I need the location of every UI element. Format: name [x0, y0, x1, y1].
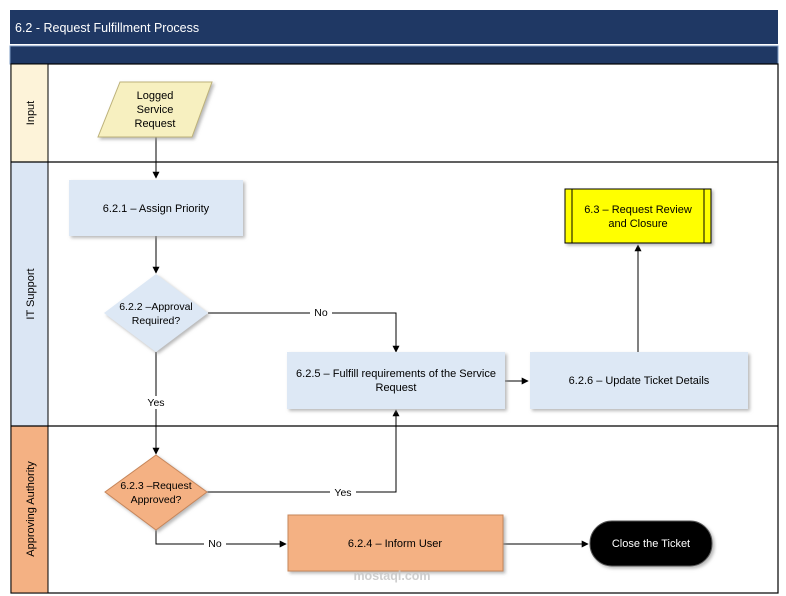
node-label-update-ticket: 6.2.6 – Update Ticket Details: [569, 375, 710, 387]
label-line: Request: [135, 118, 176, 130]
edge-labels: No Yes Yes No: [143, 306, 356, 550]
lane-label-it-support: IT Support: [25, 268, 37, 319]
process-box: [69, 180, 243, 236]
node-label-close-ticket: Close the Ticket: [612, 538, 690, 550]
label-line: Logged: [137, 90, 174, 102]
edge-approval-no: [208, 312, 400, 353]
node-label-assign-priority: 6.2.1 – Assign Priority: [103, 203, 210, 215]
predefined-process-box: [564, 188, 712, 244]
connectors: [152, 137, 642, 548]
lane-label-approving-authority: Approving Authority: [25, 461, 37, 557]
label-line: 6.2.4 – Inform User: [348, 538, 442, 550]
node-label-request-review: 6.3 – Request Review and Closure: [584, 204, 692, 230]
lane-header-input: [10, 63, 49, 163]
process-box: [530, 352, 748, 409]
label-line: 6.3 – Request Review: [584, 204, 692, 216]
node-update-ticket: 6.2.6 – Update Ticket Details: [530, 352, 748, 409]
edge-label-bg: [143, 396, 169, 409]
edge-label-bg: [330, 486, 356, 499]
edge-label-bg: [204, 537, 226, 550]
label-line: Service: [137, 104, 174, 116]
label-line: Close the Ticket: [612, 538, 690, 550]
edge-label-bg: [310, 306, 332, 319]
label-line: 6.2.5 – Fulfill requirements of the Serv…: [296, 368, 496, 380]
label-line: and Closure: [608, 218, 667, 230]
node-fulfill-requirements: 6.2.5 – Fulfill requirements of the Serv…: [287, 352, 505, 409]
node-request-review: 6.3 – Request Review and Closure: [564, 188, 712, 244]
process-box: [287, 352, 505, 409]
edge-label-approved-no: No: [208, 538, 222, 550]
label-line: Required?: [132, 315, 181, 327]
edge-label-approval-yes: Yes: [147, 397, 164, 409]
label-line: 6.2.2 –Approval: [119, 301, 193, 313]
lane-header-approving-authority: [10, 425, 49, 594]
label-line: 6.2.1 – Assign Priority: [103, 203, 210, 215]
node-assign-priority: 6.2.1 – Assign Priority: [69, 180, 243, 236]
page-title: 6.2 - Request Fulfillment Process: [15, 21, 199, 35]
edge-label-approved-yes: Yes: [334, 487, 351, 499]
input-parallelogram: [97, 81, 213, 138]
terminator-shape: [589, 520, 713, 567]
node-label-fulfill-requirements: 6.2.5 – Fulfill requirements of the Serv…: [296, 368, 496, 394]
label-line: 6.2.3 –Request: [120, 480, 191, 492]
label-line: 6.2.6 – Update Ticket Details: [569, 375, 710, 387]
header-bar: [10, 10, 778, 44]
node-label-inform-user: 6.2.4 – Inform User: [348, 538, 442, 550]
lane-label-input: Input: [25, 101, 37, 125]
edge-label-approval-no: No: [314, 307, 328, 319]
process-box: [287, 514, 504, 572]
watermark: mostaqi.com: [353, 569, 430, 583]
edge-approved-no: [155, 530, 287, 548]
decision-diamond: [104, 454, 208, 531]
label-line: Approved?: [131, 494, 182, 506]
edge-approved-yes: [206, 409, 400, 493]
header-subbar: [9, 45, 779, 65]
node-inform-user: 6.2.4 – Inform User: [287, 514, 504, 572]
node-close-ticket: Close the Ticket: [589, 520, 713, 567]
header: 6.2 - Request Fulfillment Process: [9, 10, 779, 65]
label-line: Request: [376, 382, 417, 394]
decision-diamond: [104, 274, 208, 352]
